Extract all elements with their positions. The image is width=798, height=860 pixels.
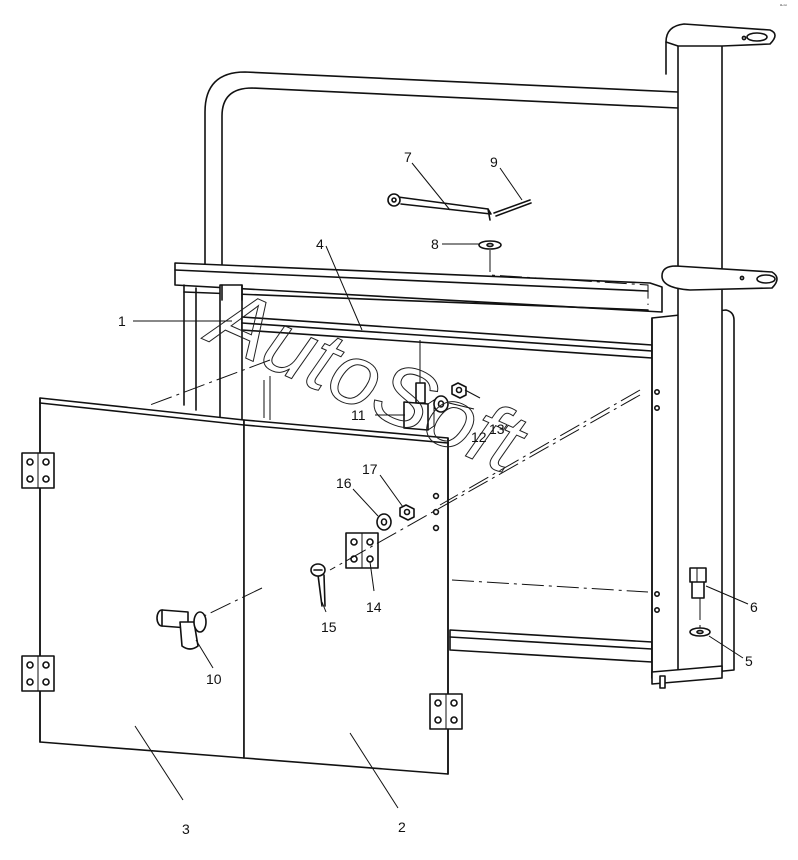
cotter-pin-part-9	[493, 199, 532, 217]
left-frame	[183, 284, 243, 421]
label-4: 4	[316, 236, 324, 252]
door-left-hinge-bottom	[21, 655, 55, 692]
door-left	[39, 397, 245, 759]
label-11: 11	[351, 407, 366, 423]
label-7: 7	[404, 149, 412, 165]
screw-part-15	[310, 563, 326, 607]
label-8: 8	[431, 236, 439, 252]
label-14: 14	[366, 599, 382, 615]
label-1: 1	[118, 313, 126, 329]
leader-lines	[133, 162, 749, 809]
corner-mark: ᵃ·ⁿⁿ	[780, 3, 787, 9]
label-9: 9	[490, 154, 498, 170]
label-12: 12	[471, 429, 487, 445]
part-number-labels: 1 4 7 9 8 11 12 13 16 17 14 15 6 5 10 3 …	[118, 149, 758, 837]
label-15: 15	[321, 619, 337, 635]
bottom-rail	[449, 629, 653, 663]
label-2: 2	[398, 819, 406, 835]
assembly-center-lines	[149, 250, 701, 632]
label-13: 13	[489, 421, 505, 437]
label-6: 6	[750, 599, 758, 615]
bracket-part-11	[403, 340, 435, 431]
label-16: 16	[336, 475, 352, 491]
pin-part-7	[387, 193, 492, 221]
right-post	[651, 23, 778, 689]
washer-part-8	[478, 240, 502, 250]
door-right	[243, 419, 449, 775]
handrail	[204, 71, 679, 277]
washer-part-12	[433, 395, 449, 413]
door-left-hinge-top	[21, 452, 55, 489]
washer-part-16	[376, 513, 392, 531]
nut-part-17	[399, 504, 415, 521]
door-right-hinge-bottom	[429, 693, 463, 730]
label-3: 3	[182, 821, 190, 837]
bolt-part-6	[689, 567, 707, 599]
door-right-hinge-top	[345, 532, 379, 569]
label-17: 17	[362, 461, 378, 477]
latch-handle	[156, 584, 262, 650]
nut-part-13	[451, 382, 467, 399]
washer-part-5	[689, 627, 711, 637]
label-10: 10	[206, 671, 222, 687]
label-5: 5	[745, 653, 753, 669]
